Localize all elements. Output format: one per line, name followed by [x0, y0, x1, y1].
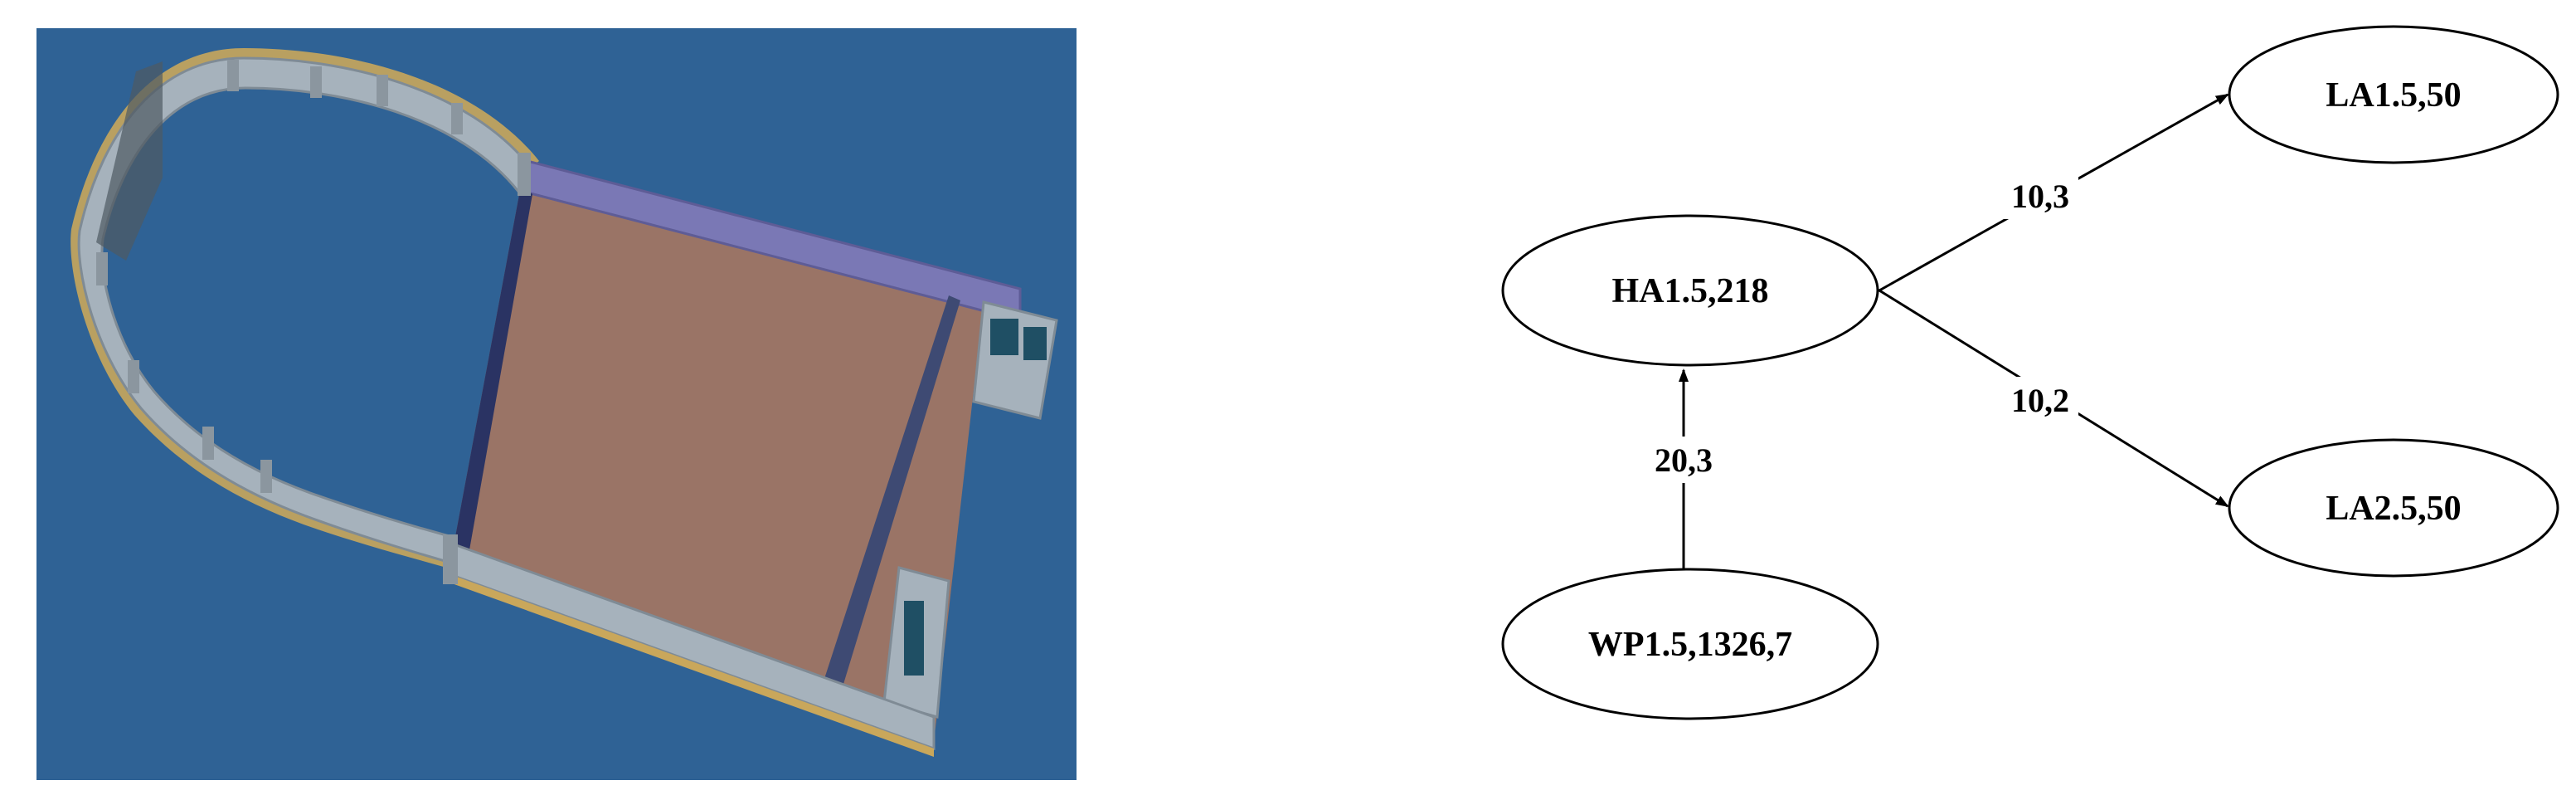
node-wp: [1501, 568, 1879, 720]
node-graph: 20,3 10,3 10,2 HA1.5,218 WP1.5,1326,7 LA…: [1460, 0, 2576, 800]
annex-window: [904, 601, 924, 676]
edge-label-ha-la2: 10,2: [2011, 382, 2069, 419]
annex-window: [990, 319, 1018, 355]
oval-wall-dark-segment: [96, 61, 163, 261]
edge-label-wp-ha: 20,3: [1655, 441, 1713, 479]
node-ha: [1501, 214, 1879, 367]
edge-label-bg: [1649, 437, 1718, 483]
node-la2-label: LA2.5,50: [2326, 490, 2461, 528]
junction-column: [443, 534, 458, 584]
node-wp-label: WP1.5,1326,7: [1588, 626, 1792, 664]
node-graph-svg: 20,3 10,3 10,2 HA1.5,218 WP1.5,1326,7 LA…: [1501, 25, 2559, 720]
wall-pilasters: [96, 60, 463, 493]
building-partition-wall: [823, 295, 960, 692]
node-la2: [2228, 438, 2559, 578]
edge-label-ha-la1: 10,3: [2011, 178, 2069, 215]
annex-window: [1023, 327, 1047, 360]
edge-label-bg: [2002, 377, 2078, 423]
edge-label-bg: [2002, 173, 2078, 219]
building-3d-render: [36, 28, 1077, 780]
building-3d-drawing: [36, 28, 1077, 780]
building-left-wall: [450, 186, 532, 568]
junction-column: [518, 153, 531, 196]
node-la1-label: LA1.5,50: [2326, 76, 2461, 115]
node-la1: [2228, 25, 2559, 164]
building-front-wall-base: [450, 574, 934, 757]
node-ha-label: HA1.5,218: [1612, 272, 1769, 310]
